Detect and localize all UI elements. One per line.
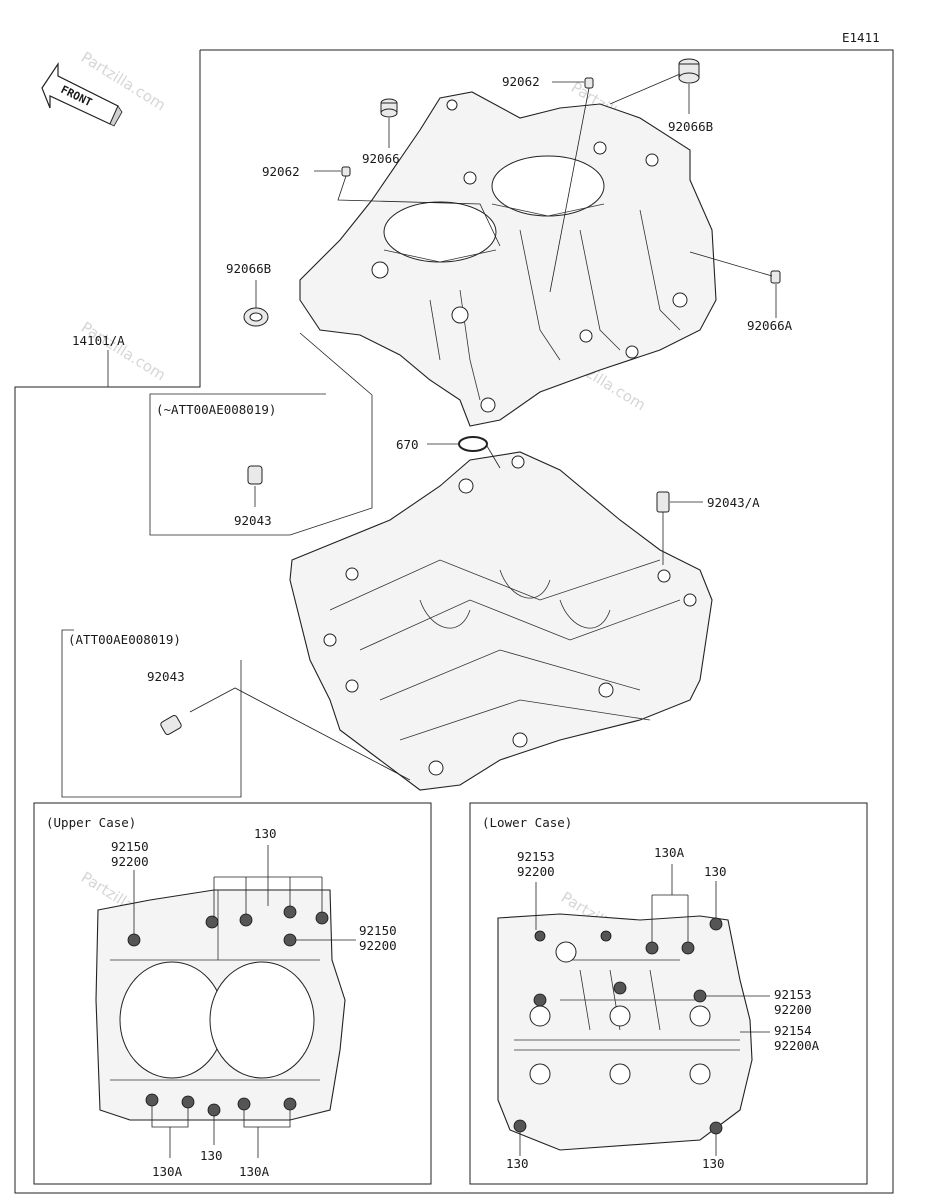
lower-92153-b: 92153 <box>774 987 812 1002</box>
callout-92062-top: 92062 <box>502 74 540 89</box>
att-box1-title: (~ATT00AE008019) <box>156 402 276 417</box>
upper-92200-b: 92200 <box>359 938 397 953</box>
lower-92200-b: 92200 <box>774 1002 812 1017</box>
upper-92200-a: 92200 <box>111 854 149 869</box>
lower-92154: 92154 <box>774 1023 812 1038</box>
main-frame <box>14 49 894 1194</box>
callout-92062-left: 92062 <box>262 164 300 179</box>
upper-92150-a: 92150 <box>111 839 149 854</box>
callout-92043A: 92043/A <box>707 495 760 510</box>
att-box2-title: (ATT00AE008019) <box>68 632 181 647</box>
upper-92150-b: 92150 <box>359 923 397 938</box>
lower-crankcase-drawing <box>289 451 713 791</box>
lower-92200A: 92200A <box>774 1038 820 1053</box>
leader-lines <box>61 73 777 798</box>
lower-case-frame <box>469 802 868 1185</box>
small-parts <box>160 58 781 735</box>
callout-92066B-top: 92066B <box>668 119 713 134</box>
att-box2-part: 92043 <box>147 669 185 684</box>
lower-130-bottom-right: 130 <box>702 1156 725 1171</box>
upper-130-bottom: 130 <box>200 1148 223 1163</box>
upper-130A-left: 130A <box>152 1164 183 1179</box>
upper-case-title: (Upper Case) <box>46 815 136 830</box>
lower-130-bottom-left: 130 <box>506 1156 529 1171</box>
callout-670: 670 <box>396 437 419 452</box>
callout-92066B-left: 92066B <box>226 261 271 276</box>
upper-130-top: 130 <box>254 826 277 841</box>
callout-92066: 92066 <box>362 151 400 166</box>
upper-crankcase-drawing <box>299 91 717 427</box>
diagram-id: E1411 <box>842 30 880 45</box>
lower-92153-a: 92153 <box>517 849 555 864</box>
lower-92200-a: 92200 <box>517 864 555 879</box>
watermark: Partzilla.com <box>78 318 169 384</box>
callout-92066A: 92066A <box>747 318 793 333</box>
upper-130A-right: 130A <box>239 1164 270 1179</box>
callout-14101A: 14101/A <box>72 333 125 348</box>
lower-case-inset: (Lower Case) 92153 92200 130A 130 92153 … <box>469 802 868 1185</box>
lower-130A-top: 130A <box>654 845 685 860</box>
upper-case-inset: (Upper Case) 130 92150 92200 92150 92200… <box>33 802 432 1185</box>
callout-labels: 92062 92066B 92066 92062 92066B 92066A 1… <box>68 74 793 684</box>
lower-130-top: 130 <box>704 864 727 879</box>
upper-case-frame <box>33 802 432 1185</box>
lower-case-title: (Lower Case) <box>482 815 572 830</box>
att-box1-part: 92043 <box>234 513 272 528</box>
